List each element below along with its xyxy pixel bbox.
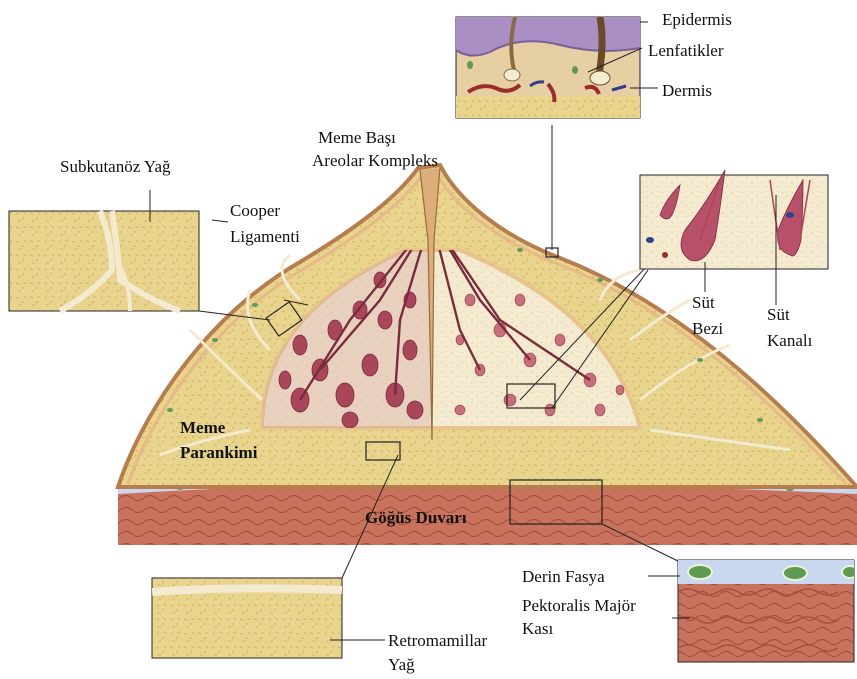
label-gland-line2: Bezi bbox=[692, 319, 723, 338]
label-subcutaneous-fat: Subkutanöz Yağ bbox=[60, 157, 171, 176]
pectoralis-inset bbox=[648, 560, 857, 662]
label-parenchyma-line2: Parankimi bbox=[180, 443, 258, 462]
label-cooper-line1: Cooper bbox=[230, 201, 280, 220]
label-pectoralis-line2: Kası bbox=[522, 619, 553, 638]
label-nipple-line2: Areolar Kompleks bbox=[312, 151, 438, 170]
cooper-inset bbox=[9, 190, 199, 311]
label-duct-line1: Süt bbox=[767, 305, 790, 324]
label-retromammary-line2: Yağ bbox=[388, 655, 415, 674]
skin-inset bbox=[456, 17, 658, 118]
label-pectoralis-line1: Pektoralis Majör bbox=[522, 596, 636, 615]
retromammary-inset bbox=[152, 578, 385, 658]
label-gland-line1: Süt bbox=[692, 293, 715, 312]
label-dermis: Dermis bbox=[662, 81, 712, 100]
label-nipple-line1: Meme Başı bbox=[318, 128, 396, 147]
label-duct-line2: Kanalı bbox=[767, 331, 813, 350]
gland-inset bbox=[640, 170, 828, 305]
label-cooper-line2: Ligamenti bbox=[230, 227, 300, 246]
label-epidermis: Epidermis bbox=[662, 10, 732, 29]
label-parenchyma-line1: Meme bbox=[180, 418, 226, 437]
label-retromammary-line1: Retromamillar bbox=[388, 631, 487, 650]
label-chest-wall: Göğüs Duvarı bbox=[365, 508, 467, 527]
label-lymphatics: Lenfatikler bbox=[648, 41, 724, 60]
label-deep-fascia: Derin Fasya bbox=[522, 567, 605, 586]
